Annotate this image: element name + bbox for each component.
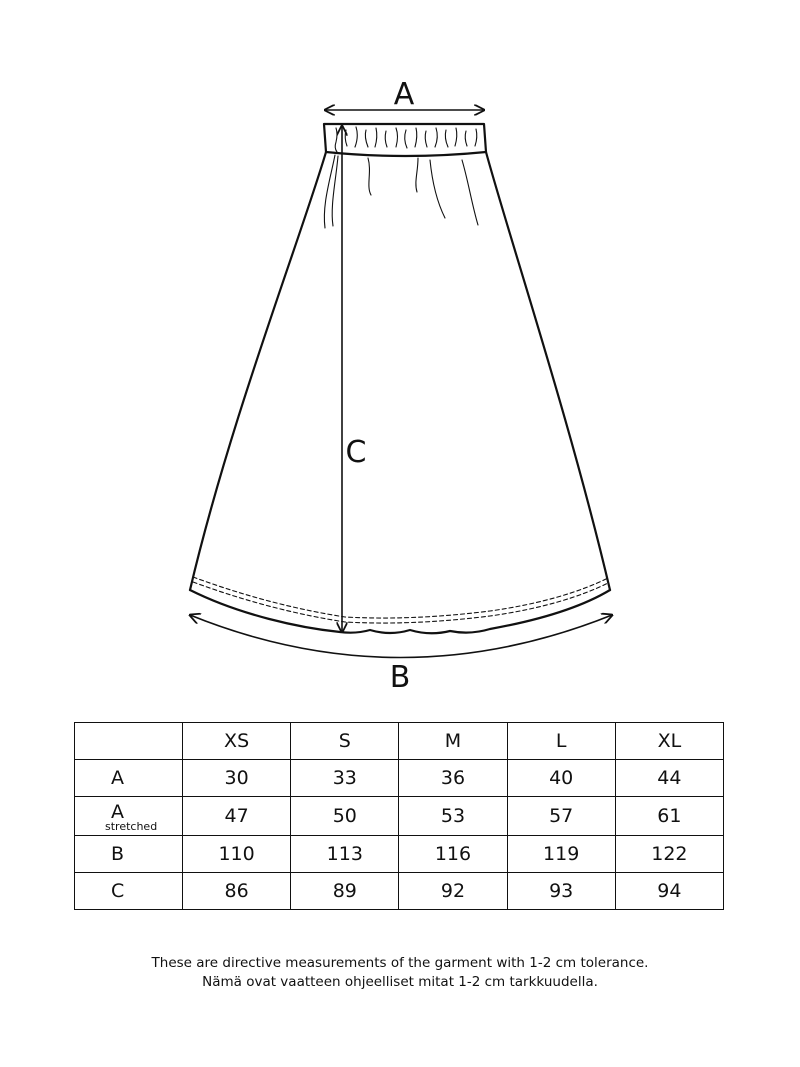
- table-cell: 30: [181, 759, 292, 797]
- note-finnish: Nämä ovat vaatteen ohjeelliset mitat 1-2…: [202, 974, 598, 990]
- table-cell: 33: [290, 759, 400, 797]
- row-label: B: [74, 835, 183, 873]
- size-header: S: [290, 722, 400, 760]
- table-cell: 57: [506, 796, 616, 836]
- table-cell: 36: [398, 759, 508, 797]
- table-cell: 113: [290, 835, 400, 873]
- size-header: L: [506, 722, 616, 760]
- row-label: A stretched: [74, 796, 183, 836]
- table-cell: 110: [181, 835, 292, 873]
- table-row: B 110 113 116 119 122: [74, 835, 725, 873]
- row-label: A: [74, 759, 183, 797]
- row-label-main: A: [111, 800, 124, 823]
- table-cell: 89: [290, 872, 400, 910]
- size-header: XL: [614, 722, 725, 760]
- table-cell: 119: [506, 835, 616, 873]
- table-cell: 92: [398, 872, 508, 910]
- size-header-row: XS S M L XL: [74, 722, 725, 760]
- label-b: B: [390, 660, 411, 695]
- label-a: A: [394, 77, 415, 112]
- table-cell: 50: [290, 796, 400, 836]
- row-label: C: [74, 872, 183, 910]
- measurement-notes: These are directive measurements of the …: [0, 954, 800, 992]
- skirt-diagram: A C B: [0, 77, 800, 695]
- table-cell: 53: [398, 796, 508, 836]
- table-cell: 61: [614, 796, 725, 836]
- table-cell: 93: [506, 872, 616, 910]
- skirt-outline: [188, 122, 612, 635]
- table-row: A 30 33 36 40 44: [74, 759, 725, 797]
- label-c: C: [346, 435, 367, 470]
- size-header: M: [398, 722, 508, 760]
- table-cell: 44: [614, 759, 725, 797]
- size-header: XS: [181, 722, 292, 760]
- table-cell: 94: [614, 872, 725, 910]
- table-cell: 86: [181, 872, 292, 910]
- table-cell: 116: [398, 835, 508, 873]
- table-row: C 86 89 92 93 94: [74, 872, 725, 910]
- table-cell: 47: [181, 796, 292, 836]
- table-row: A stretched 47 50 53 57 61: [74, 796, 725, 836]
- row-label-sub: stretched: [105, 819, 158, 833]
- table-cell: 122: [614, 835, 725, 873]
- header-empty-cell: [74, 722, 183, 760]
- note-english: These are directive measurements of the …: [151, 955, 649, 971]
- size-table: XS S M L XL A 30 33 36 40 44 A stretched…: [74, 722, 725, 910]
- table-cell: 40: [506, 759, 616, 797]
- measure-b-arrow: [190, 615, 612, 659]
